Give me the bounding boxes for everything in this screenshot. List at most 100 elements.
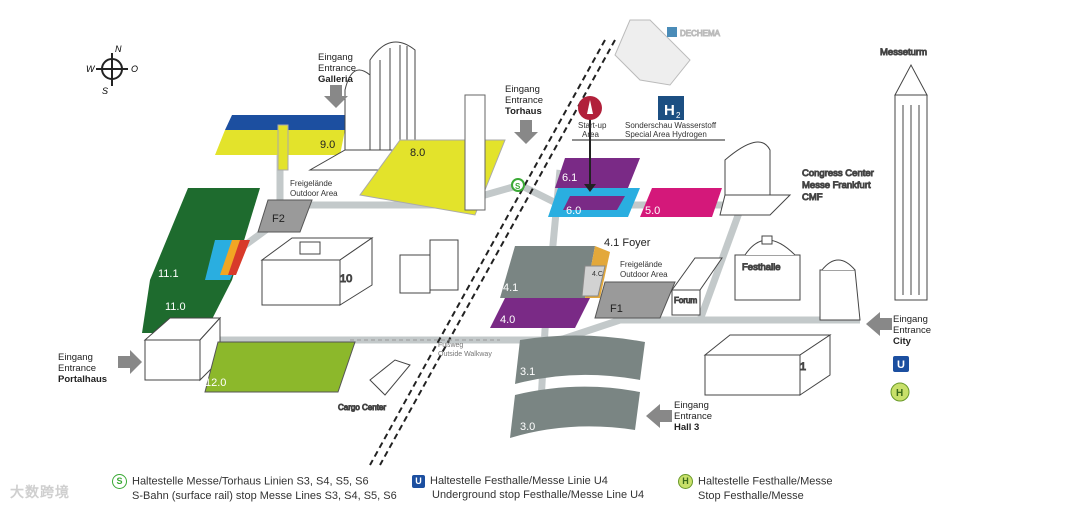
messeturm-building: Messeturm [880,47,928,301]
entrance-portalhaus-name: Portalhaus [58,374,107,385]
entrance-portalhaus-de: Eingang [58,352,93,363]
h2-badge-letter: H [664,102,675,119]
f1-label: F1 [610,303,623,315]
dechema-building: DECHEMA [614,19,721,86]
watermark: 大数跨境 [10,484,70,500]
festhalle-label: Festhalle [742,262,781,273]
congress-label-2: Messe Frankfurt [802,180,871,191]
legend-tram: H Haltestelle Festhalle/Messe Stop Festha… [678,474,833,503]
outdoor-area-1-en: Outdoor Area [290,189,338,198]
entrance-city[interactable]: Eingang Entrance City [866,312,931,347]
entrance-galleria[interactable]: Eingang Entrance Galleria [318,52,356,108]
congress-label-1: Congress Center [802,168,874,179]
hall-6-0-label: 6.0 [566,205,581,217]
congress-center-building: Congress Center Messe Frankfurt CMF [719,141,874,216]
hall-10-label: 10 [340,273,352,285]
entrance-hall3-de: Eingang [674,400,709,411]
hall-1-label: 1 [800,361,806,373]
entrance-torhaus-de: Eingang [505,84,540,95]
outdoor-area-2-de: Freigelände [620,260,663,269]
entrance-hall3-name: Hall 3 [674,422,699,433]
hall-11-1[interactable]: 11.1 [150,188,260,280]
forum-label: Forum [674,296,697,305]
hall-3-1[interactable]: 3.1 [515,335,645,384]
compass-o: O [131,64,138,74]
arrow-left-icon [866,312,892,336]
entrance-hall3-en: Entrance [674,411,712,422]
entrance-torhaus-en: Entrance [505,95,543,106]
foyer-label: 4.1 Foyer [604,237,651,249]
hall-6-0[interactable]: 6.0 [548,188,640,217]
hall-3-1-label: 3.1 [520,366,535,378]
hall-6-1[interactable]: 6.1 [555,158,640,188]
hall-8-0[interactable]: 8.0 [359,94,506,216]
torhaus-building [399,239,459,294]
hall-11-1-label: 11.1 [158,268,179,280]
hall-3-0[interactable]: 3.0 [510,386,640,438]
hall-4-0[interactable]: 4.0 [490,298,590,328]
u-bahn-icon: U [412,474,425,488]
entrance-torhaus[interactable]: Eingang Entrance Torhaus [505,84,543,144]
legend-u-bahn-line1: Haltestelle Festhalle/Messe Linie U4 [430,475,608,487]
hall-5-0[interactable]: 5.0 [640,188,722,217]
h2-badge-sub: 2 [676,111,681,120]
compass-w: W [86,64,96,74]
tram-stop-icon: H [890,382,910,402]
h2-label-1: Sonderschau Wasserstoff [625,121,717,130]
hall-11-0-label: 11.0 [165,301,186,313]
outdoor-area-1-de: Freigelände [290,179,333,188]
f2-label: F2 [272,213,285,225]
galleria-building [308,41,417,171]
hall-9-0-label: 9.0 [320,139,335,151]
outdoor-f2[interactable]: F2 Freigelände Outdoor Area [257,179,338,233]
h2-label-2: Special Area Hydrogen [625,130,707,139]
entrance-hall3[interactable]: Eingang Entrance Hall 3 [646,400,712,433]
congress-label-3: CMF [802,192,823,203]
arrow-right-icon [118,350,142,374]
legend-u-bahn-line2: Underground stop Festhalle/Messe Line U4 [432,489,645,501]
hall-6-1-label: 6.1 [562,172,577,184]
entrance-galleria-name: Galleria [318,74,354,85]
arrow-down-icon [514,120,538,144]
cargo-center-label: Cargo Center [338,403,386,412]
hall-3-0-label: 3.0 [520,421,535,433]
entrance-galleria-en: Entrance [318,63,356,74]
walkway-label-de: Fußweg [438,342,463,349]
svg-text:H: H [896,388,903,399]
forum-building: Forum [671,257,723,316]
messeturm-label: Messeturm [880,47,927,58]
dechema-label: DECHEMA [680,29,721,38]
hall-8-0-label: 8.0 [410,147,425,159]
compass-n: N [115,44,122,54]
entrance-city-de: Eingang [893,314,928,325]
legend-s-bahn-line1: Haltestelle Messe/Torhaus Linien S3, S4,… [132,475,369,488]
compass-icon: N O S W [86,44,138,96]
cargo-center-building: Cargo Center [338,359,411,413]
hall-4-c[interactable]: 4.C [581,265,606,297]
u-bahn-stop-icon: U [893,356,909,372]
startup-label-2: Area [582,130,599,139]
legend-s-bahn-line2: S-Bahn (surface rail) stop Messe Lines S… [132,490,397,502]
s-bahn-stop-icon: S [511,178,525,192]
hall-9-0[interactable]: 9.0 [215,115,358,171]
entrance-torhaus-name: Torhaus [505,106,542,117]
legend-tram-line1: Haltestelle Festhalle/Messe [698,475,833,488]
arrow-down-icon [324,85,348,108]
entrance-portalhaus[interactable]: Eingang Entrance Portalhaus [58,350,142,385]
hall-1[interactable]: 1 [703,334,832,396]
tram-icon: H [678,474,693,489]
hall-10[interactable]: 10 [260,237,374,306]
svg-text:U: U [897,359,905,371]
hall-12-0[interactable]: 12.0 [204,341,356,393]
hall-12-0-label: 12.0 [205,377,226,389]
startup-label-1: Start-up [578,121,607,130]
walkway-label-en: Outside Walkway [438,351,492,358]
entrance-portalhaus-en: Entrance [58,363,96,374]
legend-u-bahn: U Haltestelle Festhalle/Messe Linie U4 Un… [412,474,644,502]
startup-arrow-icon [584,184,596,192]
legend-tram-line2: Stop Festhalle/Messe [698,490,804,502]
outdoor-f1[interactable]: F1 Freigelände Outdoor Area [594,260,676,319]
entrance-galleria-de: Eingang [318,52,353,63]
